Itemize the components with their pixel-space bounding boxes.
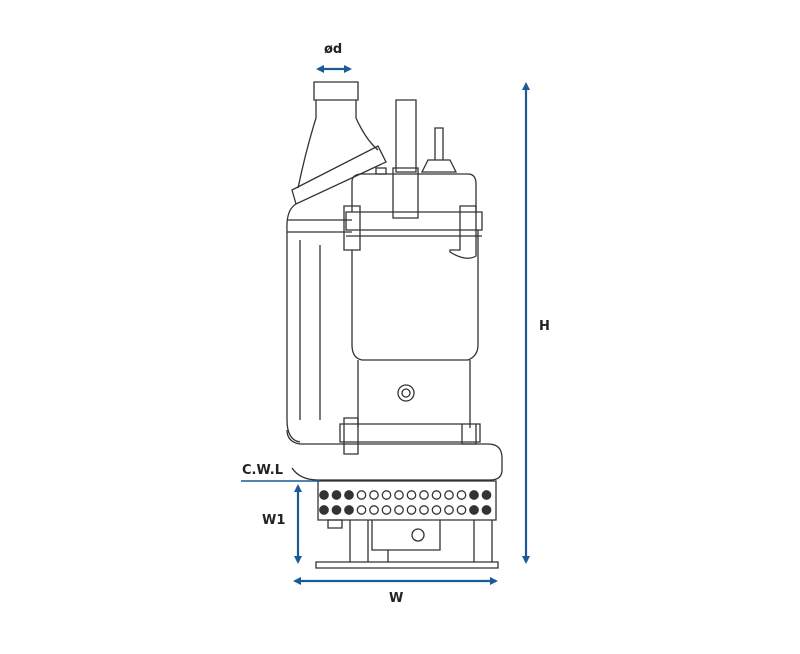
pump-outline <box>286 81 503 569</box>
strainer <box>317 480 497 521</box>
strainer-hole <box>456 490 467 500</box>
strainer-hole <box>444 490 454 500</box>
strainer-hole <box>394 505 404 515</box>
outlet-nozzle <box>313 81 359 101</box>
width-label: W <box>389 591 404 606</box>
strainer-hole <box>481 490 492 500</box>
clamp <box>343 205 477 259</box>
cwl-label: C.W.L <box>242 463 283 478</box>
w1-label: W1 <box>262 513 286 528</box>
handle <box>395 99 417 173</box>
strainer-hole <box>369 490 379 500</box>
strainer-hole <box>381 490 392 500</box>
strainer-hole <box>394 490 404 500</box>
strainer-hole <box>331 490 342 500</box>
strainer-holes <box>319 490 492 515</box>
strainer-hole <box>431 505 442 515</box>
strainer-hole <box>331 505 342 515</box>
base-plate <box>315 561 499 569</box>
strainer-hole <box>469 505 479 515</box>
strainer-hole <box>456 505 467 515</box>
strainer-hole <box>356 490 367 500</box>
strainer-hole <box>481 505 492 515</box>
dimension-arrows <box>241 65 530 585</box>
strainer-hole <box>319 505 329 515</box>
strainer-hole <box>419 505 429 515</box>
strainer-hole <box>319 490 329 500</box>
strainer-hole <box>431 490 442 500</box>
bolt-icon <box>397 384 415 402</box>
outlet-flange <box>291 145 387 205</box>
strainer-hole <box>419 490 429 500</box>
cable-gland <box>420 127 458 173</box>
strainer-hole <box>356 505 367 515</box>
strainer-hole <box>381 505 392 515</box>
strainer-hole <box>344 490 354 500</box>
strainer-hole <box>469 490 479 500</box>
strainer-hole <box>344 505 354 515</box>
strainer-hole <box>369 505 379 515</box>
outlet-diameter-label: ød <box>324 42 343 57</box>
height-label: H <box>539 319 550 334</box>
strainer-hole <box>406 490 417 500</box>
strainer-hole <box>406 505 417 515</box>
strainer-hole <box>444 505 454 515</box>
